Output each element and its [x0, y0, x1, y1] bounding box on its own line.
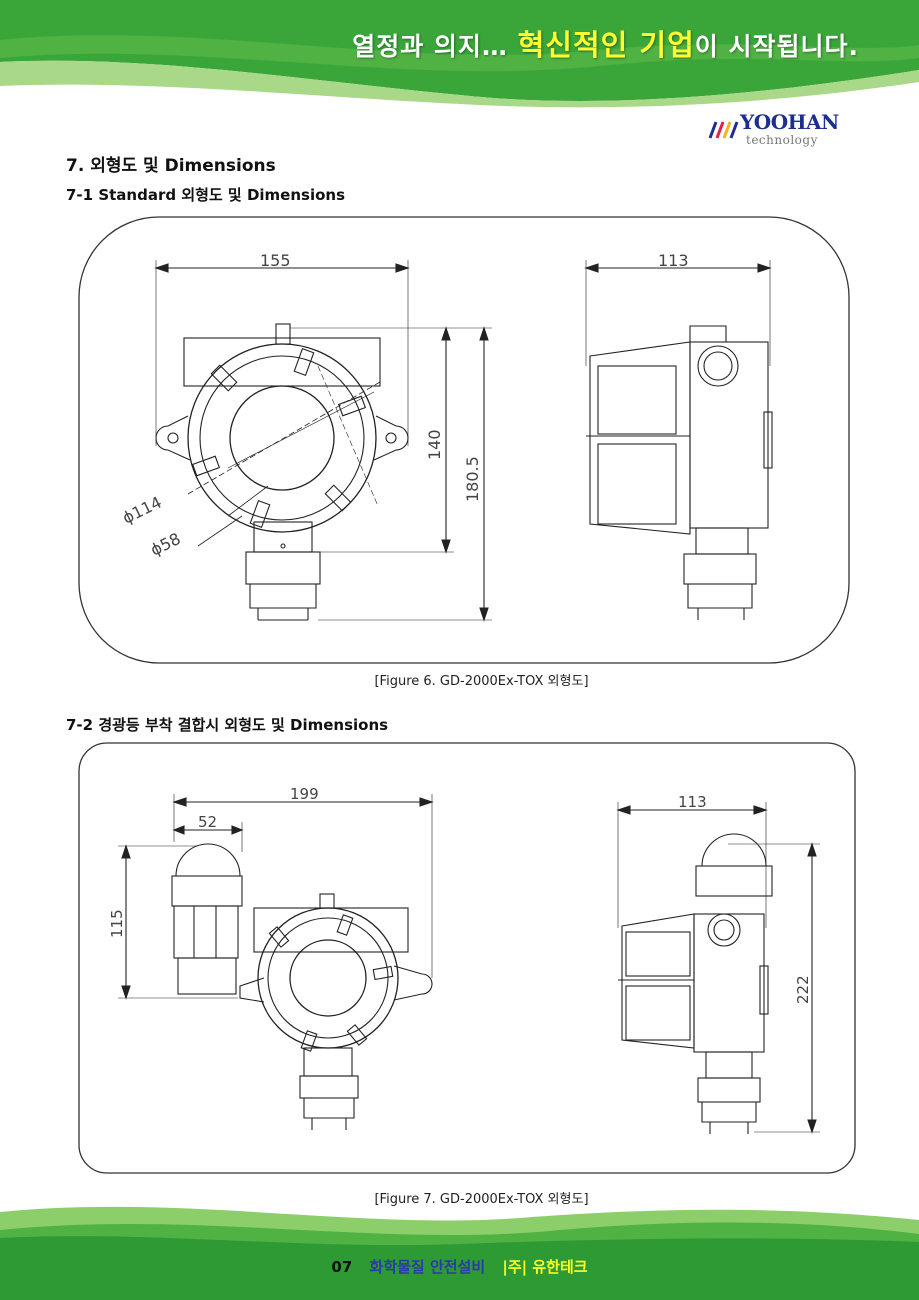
- page-number: 07: [331, 1258, 353, 1276]
- logo-sub: technology: [746, 133, 818, 147]
- footer-band: [0, 1206, 919, 1300]
- dim-lamp-52: 52: [198, 813, 217, 831]
- figure7-caption: [Figure 7. GD-2000Ex-TOX 외형도]: [374, 1192, 589, 1207]
- figure-lamp-drawing: 199 52 113 115 222: [78, 742, 856, 1174]
- figure6-caption: [Figure 6. GD-2000Ex-TOX 외형도]: [374, 674, 589, 689]
- footer-brand: |주| 유한테크: [502, 1258, 588, 1276]
- logo-name: YOOHAN: [740, 110, 839, 134]
- figure-standard-drawing: 155 113 140 180.5 ϕ114 ϕ58: [78, 216, 850, 664]
- subsection-title-lamp: 7-2 경광등 부착 결합시 외형도 및 Dimensions: [66, 716, 389, 734]
- dim-height-180: 180.5: [463, 456, 482, 502]
- dim-lamp-height-115: 115: [108, 909, 126, 938]
- footer-company: 화학물질 안전설비: [369, 1258, 486, 1276]
- dim-width-199: 199: [290, 785, 319, 803]
- dim-depth-113b: 113: [678, 793, 707, 811]
- footer-text: 07 화학물질 안전설비 |주| 유한테크: [0, 1256, 919, 1277]
- stripes-logo-icon: [708, 121, 739, 139]
- dim-width-155: 155: [260, 251, 291, 270]
- dim-height-140: 140: [425, 429, 444, 460]
- header-banner: [0, 0, 919, 110]
- dim-height-222: 222: [794, 975, 812, 1004]
- header-slogan: 열정과 의지… 혁신적인 기업이 시작됩니다.: [352, 28, 859, 62]
- subsection-title-standard: 7-1 Standard 외형도 및 Dimensions: [66, 186, 346, 204]
- section-title: 7. 외형도 및 Dimensions: [66, 156, 276, 176]
- dim-depth-113: 113: [658, 251, 689, 270]
